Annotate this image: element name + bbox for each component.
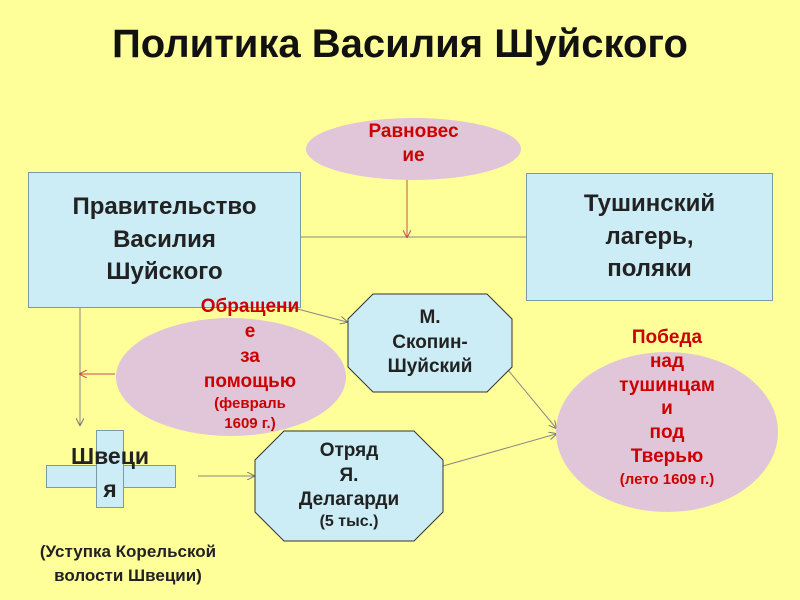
appeal-line4: помощью — [203, 371, 297, 393]
gov-skopin-arrow — [289, 306, 347, 322]
delagardi-label: Отряд Я. Делагарди (5 тыс.) — [299, 439, 399, 532]
appeal-label: Обращени е за помощью (февраль 1609 г.) — [150, 294, 350, 433]
victory-line3: тушинцам — [619, 374, 715, 396]
victory-line5: под — [649, 422, 685, 443]
skopin-line3: Шуйский — [387, 356, 473, 378]
sweden-part1: Швеци — [70, 443, 150, 469]
victory-ellipse — [556, 352, 778, 512]
skopin-octagon: М. Скопин- Шуйский — [347, 293, 513, 393]
page-title: Политика Василия Шуйского — [112, 22, 688, 66]
camp-line3: поляки — [607, 255, 692, 283]
sweden-part2: я — [103, 476, 117, 503]
balance-label: Равновес ие — [306, 120, 521, 168]
camp-line2: лагерь, — [605, 222, 694, 250]
tushino-camp-box: Тушинский лагерь, поляки — [526, 173, 773, 301]
victory-label: Победа над тушинцам и под Тверью (лето 1… — [556, 326, 778, 489]
government-box: Правительство Василия Шуйского — [28, 172, 301, 308]
delagardi-line1: Отряд — [319, 440, 379, 462]
appeal-line3: за — [240, 346, 260, 368]
delagardi-octagon: Отряд Я. Делагарди (5 тыс.) — [254, 430, 444, 542]
victory-line6: Тверью — [630, 445, 704, 467]
government-line1: Правительство — [72, 193, 257, 221]
sweden-label: Швеци я — [50, 440, 170, 507]
delagardi-octagon-shape — [254, 430, 444, 542]
concession-line1: (Уступка Корельской — [39, 542, 217, 561]
delagardi-line3: Делагарди — [298, 488, 400, 510]
camp-line1: Тушинский — [583, 190, 716, 218]
concession-line2: волости Швеции) — [54, 565, 202, 585]
victory-line2: над — [649, 350, 685, 372]
delagardi-line4: (5 тыс.) — [319, 513, 379, 531]
skopin-line1: М. — [419, 306, 441, 328]
government-line3: Шуйского — [106, 258, 223, 286]
delagardi-victory-arrow — [442, 434, 556, 467]
victory-date: (лето 1609 г.) — [619, 470, 715, 488]
government-line2: Василия — [113, 225, 216, 253]
skopin-label: М. Скопин- Шуйский — [388, 306, 473, 380]
skopin-line2: Скопин- — [392, 331, 468, 353]
appeal-date1: (февраль — [214, 395, 286, 413]
concession-label: (Уступка Корельской волости Швеции) — [4, 540, 252, 588]
balance-line2: ие — [402, 144, 425, 166]
victory-line4: и — [661, 398, 673, 420]
balance-ellipse — [306, 118, 521, 180]
appeal-line2: е — [244, 321, 256, 343]
victory-line1: Победа — [631, 327, 703, 348]
delagardi-line2: Я. — [339, 464, 359, 486]
balance-line1: Равновес — [368, 121, 459, 142]
skopin-victory-arrow — [507, 369, 556, 428]
appeal-ellipse — [116, 318, 346, 436]
sweden-cross-center — [97, 466, 122, 486]
skopin-octagon-shape — [347, 293, 513, 393]
appeal-date2: 1609 г.) — [224, 414, 276, 432]
appeal-line1: Обращени — [200, 296, 300, 317]
